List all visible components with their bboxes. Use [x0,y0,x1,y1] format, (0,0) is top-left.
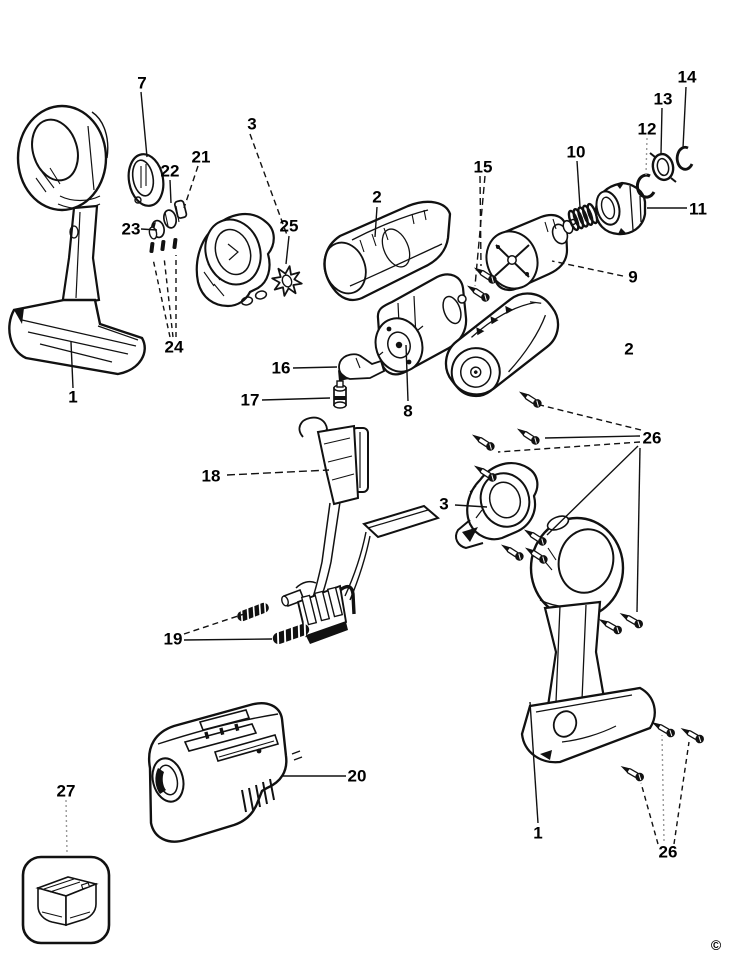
part-label-2-left: 2 [372,187,382,207]
fan-gear-drawing [271,265,303,297]
part-label-23: 23 [121,219,141,239]
spring-drawing [567,202,599,232]
leader-lines [65,86,690,854]
detent-pin-drawing [333,380,347,409]
part-label-19: 19 [163,629,183,649]
switch-assembly-drawing [281,416,441,644]
part-label-18: 18 [201,466,221,486]
charger-drawing [21,855,111,945]
copyright-symbol: © [710,937,722,953]
part-label-21: 21 [191,147,211,167]
part-label-11: 11 [689,199,707,219]
left-housing-drawing [8,104,146,376]
part-label-7: 7 [137,73,147,93]
right-housing-drawing [520,515,656,764]
part-label-12: 12 [637,119,657,139]
part-label-2-right: 2 [624,339,634,359]
part-label-27: 27 [56,781,76,801]
part-label-3-right: 3 [439,494,449,514]
motor-housing-top-drawing [323,200,452,302]
motor-drawing [374,273,468,376]
washer-ring-drawing [649,152,677,183]
part-label-26-bottom: 26 [658,842,678,862]
part-label-1-right: 1 [533,823,543,843]
part-label-15: 15 [473,157,493,177]
retaining-ring-drawing [675,145,694,171]
motor-end-cap-drawing [127,153,165,207]
part-label-25: 25 [279,216,299,236]
forward-reverse-lever-drawing [338,353,386,381]
button-pins-drawing [149,237,178,254]
gearcase-endcap-right-drawing [455,462,539,550]
part-label-9: 9 [628,267,638,287]
part-label-13: 13 [653,89,673,109]
gearbox-drawing [485,213,577,292]
part-label-26-top: 26 [642,428,662,448]
part-label-24: 24 [164,337,184,357]
part-label-1-left: 1 [68,387,78,407]
switch-buttons-drawing [148,199,188,240]
part-label-8: 8 [403,401,413,421]
part-label-22: 22 [160,161,180,181]
part-label-17: 17 [240,390,260,410]
part-label-16: 16 [271,358,291,378]
c-ring-drawing [635,173,656,199]
battery-pack-drawing [147,702,303,843]
part-label-20: 20 [347,766,367,786]
gearcase-endcap-left-drawing [195,212,275,308]
part-label-3-left: 3 [247,114,257,134]
motor-housing-bottom-drawing [444,292,560,398]
part-label-14: 14 [677,67,697,87]
part-label-10: 10 [566,142,586,162]
nose-socket-drawing [594,181,647,236]
